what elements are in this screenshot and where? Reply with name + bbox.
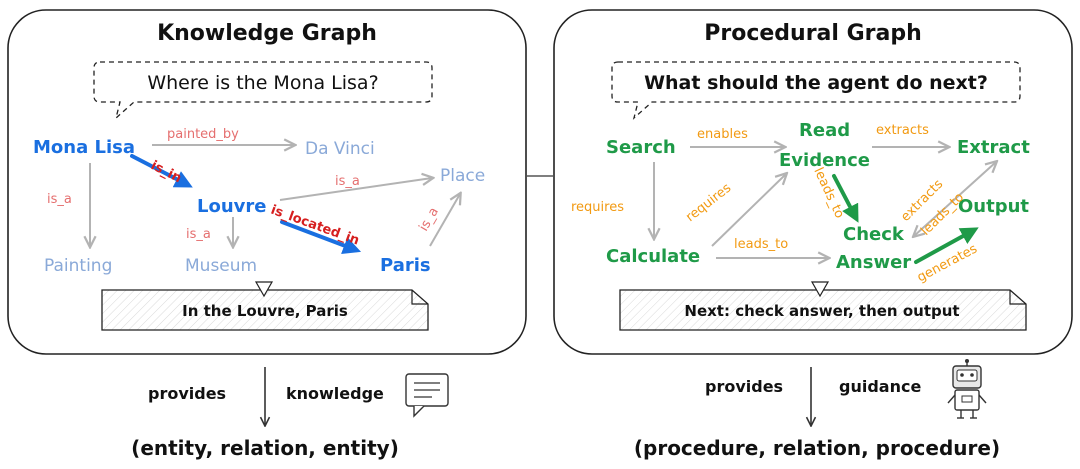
- rel-is-a-painting: is_a: [47, 192, 72, 207]
- node-answer: Answer: [836, 252, 911, 273]
- edge-check-extract: [914, 162, 996, 236]
- panel-title-left: Knowledge Graph: [157, 21, 377, 46]
- node-louvre: Louvre: [197, 196, 266, 217]
- edge-louvre-place: [279, 178, 432, 201]
- node-search: Search: [606, 137, 676, 158]
- node-museum: Museum: [185, 256, 257, 276]
- edge-mona-louvre: [130, 154, 193, 188]
- question-text-right: What should the agent do next?: [644, 72, 988, 94]
- node-paris: Paris: [380, 255, 431, 276]
- rel-extracts-top: extracts: [876, 123, 929, 138]
- answer-note-right: Next: check answer, then output: [619, 281, 1027, 331]
- panel-title-right: Procedural Graph: [704, 21, 922, 46]
- node-check: Check: [843, 224, 905, 245]
- question-bubble-right: What should the agent do next?: [611, 61, 1021, 120]
- rel-leads-to-bottom: leads_to: [734, 237, 788, 252]
- edge-answer-output: [914, 227, 979, 264]
- node-output: Output: [958, 196, 1029, 217]
- question-bubble-left: Where is the Mona Lisa?: [93, 61, 433, 120]
- knowledge-label: knowledge: [286, 384, 384, 403]
- node-place: Place: [440, 166, 485, 186]
- node-da-vinci: Da Vinci: [305, 139, 375, 159]
- answer-text-left: In the Louvre, Paris: [182, 302, 348, 320]
- knowledge-graph-panel: Knowledge Graph Where is the Mona Lisa? …: [7, 9, 527, 460]
- robot-icon: [947, 359, 987, 419]
- rel-enables: enables: [697, 127, 748, 142]
- provides-label-right: provides: [705, 377, 783, 396]
- edge-evidence-check: [832, 174, 859, 223]
- node-painting: Painting: [44, 256, 112, 276]
- guidance-label: guidance: [839, 377, 921, 396]
- chat-bubble-icon: [405, 373, 449, 418]
- node-read: Read: [799, 120, 850, 141]
- rel-painted-by: painted_by: [167, 127, 239, 142]
- edge-paris-place: [429, 194, 460, 247]
- tuple-left: (entity, relation, entity): [131, 436, 399, 460]
- answer-text-right: Next: check answer, then output: [684, 302, 959, 320]
- node-evidence: Evidence: [779, 150, 870, 171]
- node-mona-lisa: Mona Lisa: [33, 137, 135, 158]
- node-calculate: Calculate: [606, 246, 700, 267]
- provides-label-left: provides: [148, 384, 226, 403]
- edge-louvre-paris: [280, 220, 362, 254]
- procedural-graph-panel: Procedural Graph What should the agent d…: [553, 9, 1073, 460]
- question-text-left: Where is the Mona Lisa?: [147, 72, 378, 94]
- rel-requires-left: requires: [571, 200, 624, 215]
- node-extract: Extract: [957, 137, 1030, 158]
- rel-is-a-museum: is_a: [186, 227, 211, 242]
- rel-is-a-place: is_a: [335, 174, 360, 189]
- answer-note-left: In the Louvre, Paris: [101, 281, 429, 331]
- tuple-right: (procedure, relation, procedure): [634, 436, 1000, 460]
- edge-calculate-evidence: [711, 174, 786, 247]
